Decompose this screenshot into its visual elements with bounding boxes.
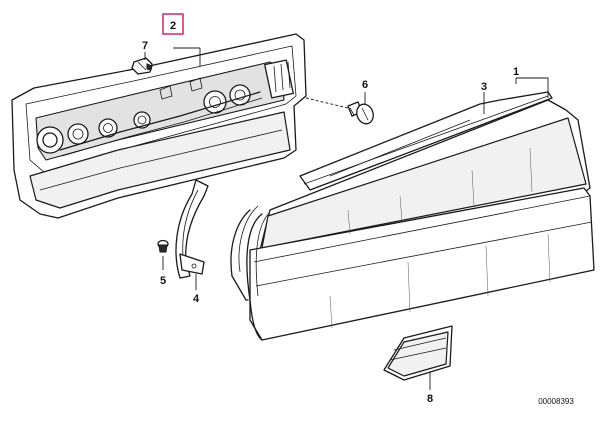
callout-4[interactable]: 4 (193, 293, 200, 305)
lens-part-1[interactable] (246, 99, 595, 341)
screw-part-5[interactable] (157, 239, 169, 253)
callout-5[interactable]: 5 (160, 275, 166, 287)
callout-2[interactable]: 2 (170, 20, 176, 32)
bracket-part-4[interactable] (175, 179, 209, 279)
leader-6-dashed (305, 97, 349, 109)
clip-nut-part-7[interactable] (131, 57, 153, 75)
callout-3[interactable]: 3 (481, 81, 487, 93)
bulb-carrier[interactable] (11, 33, 307, 219)
drawing-code: 00008393 (538, 397, 574, 406)
callout-7[interactable]: 7 (142, 40, 148, 52)
callout-1[interactable]: 1 (513, 66, 519, 78)
bulb-part-6[interactable] (347, 101, 376, 126)
callout-6[interactable]: 6 (362, 79, 368, 91)
highlight-box-part-2 (162, 13, 184, 35)
reflector-part-8[interactable] (383, 325, 453, 381)
leader-1 (516, 77, 549, 98)
callout-8[interactable]: 8 (427, 393, 433, 405)
